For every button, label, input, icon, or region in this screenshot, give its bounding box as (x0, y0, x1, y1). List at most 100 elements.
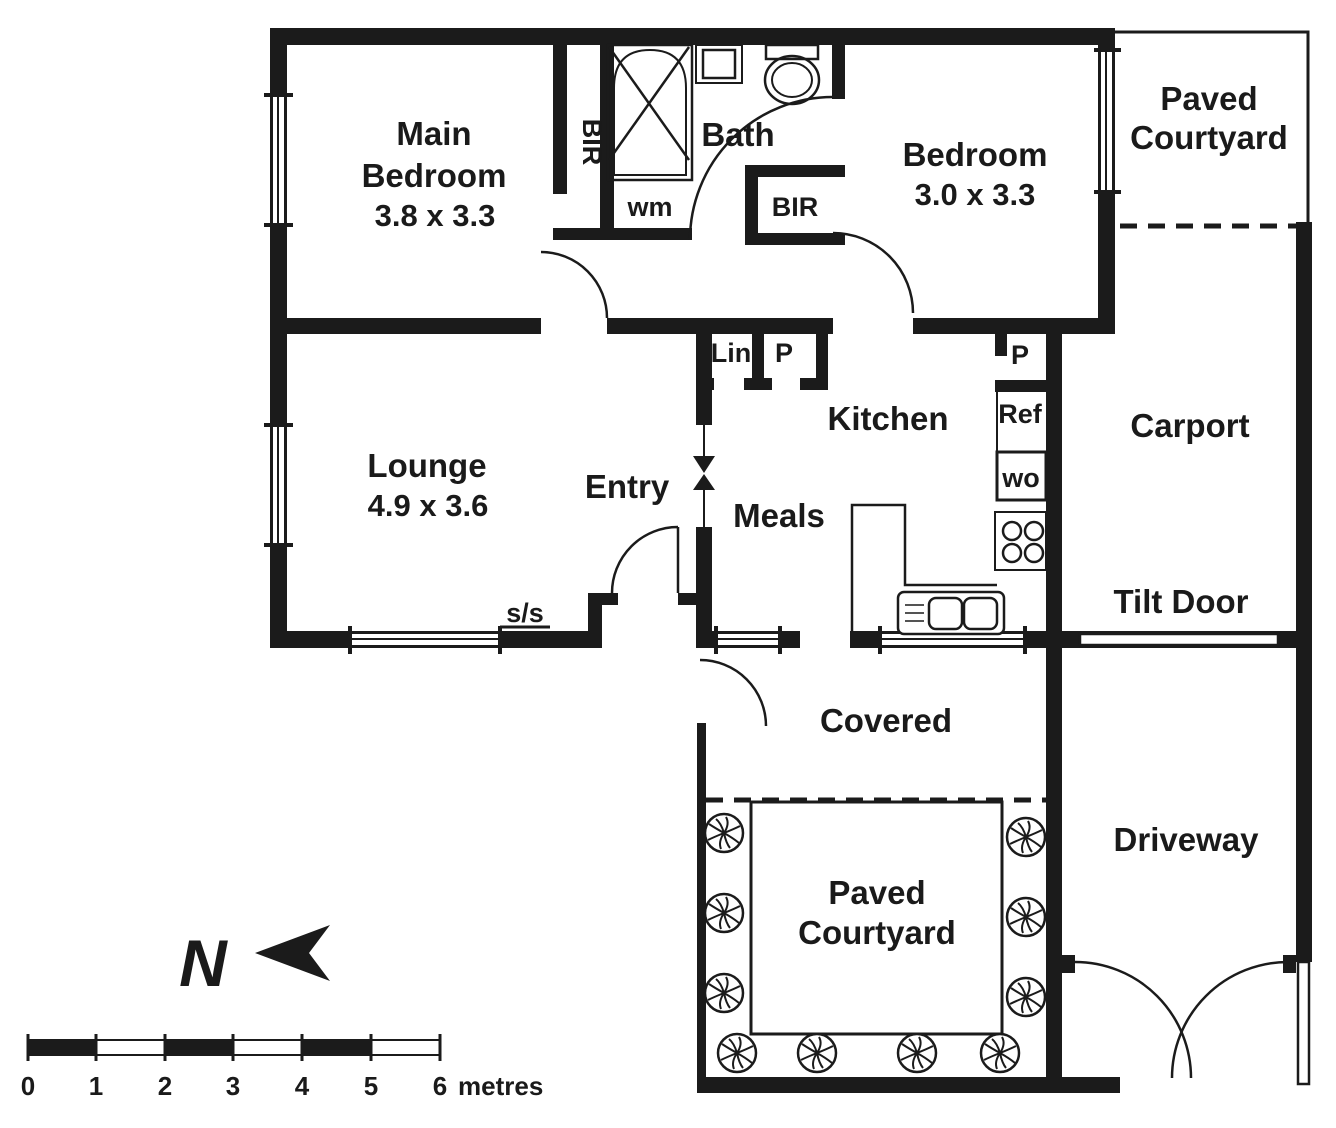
double-sink (896, 590, 1006, 636)
boundaries (500, 30, 1311, 1086)
wall-courtyard-left-fence (697, 798, 706, 1077)
scale-label-5: 5 (364, 1071, 378, 1101)
label-bath: Bath (701, 116, 774, 153)
label-bedroom: Bedroom (903, 136, 1048, 173)
label-wm: wm (626, 192, 672, 222)
wall-lin-bottom-a (696, 378, 714, 390)
label-paved-courtyard-top-1: Paved (1160, 80, 1257, 117)
label-driveway: Driveway (1114, 821, 1260, 858)
label-main-bedroom-1: Main (396, 115, 471, 152)
north-label: N (179, 926, 228, 1000)
label-bir-bedroom: BIR (772, 192, 819, 222)
label-main-bedroom-dims: 3.8 x 3.3 (375, 198, 496, 233)
arrow-up-icon (693, 474, 715, 490)
compass: N (179, 925, 330, 1000)
wall-lin-bottom-b (744, 378, 772, 390)
label-ref: Ref (998, 399, 1043, 429)
windows (264, 48, 1121, 654)
scale-label-4: 4 (295, 1071, 310, 1101)
scale-bar: 0 1 2 3 4 5 6 metres (21, 1034, 543, 1101)
scale-label-2: 2 (158, 1071, 172, 1101)
kitchen-bench (850, 392, 998, 631)
wall-carport-right (1296, 222, 1312, 648)
gate-post-right (1283, 955, 1296, 973)
entry-opening-marker (693, 425, 715, 527)
wall-pantry-left (995, 334, 1007, 356)
scale-unit: metres (458, 1071, 543, 1101)
wall-entry-jog-nib (602, 593, 618, 605)
label-lin: Lin (711, 338, 752, 368)
scale-label-1: 1 (89, 1071, 103, 1101)
wall-p-right (816, 334, 828, 390)
wall-entry-jog (588, 593, 602, 648)
scale-label-0: 0 (21, 1071, 35, 1101)
gate-arc-right (1170, 960, 1289, 1079)
toilet (763, 43, 821, 106)
labels: Main Bedroom 3.8 x 3.3 BIR Bath wm BIR B… (362, 80, 1288, 951)
label-entry: Entry (585, 468, 670, 505)
label-p-kitchen: P (1011, 340, 1029, 370)
wall-entry-upper (696, 318, 712, 425)
wall-toilet-partition (832, 44, 845, 99)
door-arc-front-entry (610, 525, 680, 594)
label-bedroom-dims: 3.0 x 3.3 (915, 177, 1036, 212)
wall-pantry-bottom (995, 380, 1046, 392)
vanity-basin (695, 44, 743, 84)
wall-covered-left (697, 723, 706, 798)
wall-courtyard-bottom-fence (697, 1077, 1120, 1093)
scale-label-3: 3 (226, 1071, 240, 1101)
window-lounge-bottom (348, 626, 502, 654)
wall-top (270, 28, 1115, 45)
wall-kitchen-right (1046, 334, 1062, 648)
window-kitchen (878, 626, 1027, 654)
label-covered: Covered (820, 702, 952, 739)
courtyard-inner-box (749, 800, 1004, 1036)
tilt-door-panel (1078, 632, 1280, 647)
gate-side-panel (1296, 960, 1311, 1086)
wall-courtyard-right (1046, 648, 1062, 1090)
wall-door-hinge-nib (678, 593, 696, 605)
scale-seg-2-3 (165, 1040, 233, 1055)
label-carport: Carport (1130, 407, 1249, 444)
window-lounge-left (264, 423, 293, 547)
window-main-bedroom (264, 93, 293, 227)
label-tilt-door: Tilt Door (1113, 583, 1248, 620)
label-wo: wo (1001, 463, 1040, 493)
label-paved-courtyard-bottom-2: Courtyard (798, 914, 956, 951)
scale-label-6: 6 (433, 1071, 447, 1101)
window-bedroom-right (1094, 48, 1121, 194)
label-paved-courtyard-bottom-1: Paved (828, 874, 925, 911)
courtyard-top-boundary (1115, 30, 1310, 224)
cooktop (994, 511, 1047, 571)
door-arc-bath (688, 95, 834, 241)
bathtub (606, 43, 694, 182)
wall-hall-c (913, 318, 1115, 334)
label-kitchen: Kitchen (827, 400, 948, 437)
arrow-down-icon (693, 456, 715, 473)
wall-hall-b (607, 318, 833, 334)
wall-p-bottom (800, 378, 828, 390)
label-main-bedroom-2: Bedroom (362, 157, 507, 194)
scale-ticks (26, 1034, 442, 1061)
label-p-hall: P (775, 338, 793, 368)
wall-bir2-bottom (745, 233, 845, 245)
door-arc-hall-lounge (540, 250, 609, 319)
doors (540, 95, 1289, 1079)
wall-oven (995, 450, 1048, 502)
wall-bir2-top (745, 165, 845, 177)
wall-bath-bottom (553, 228, 692, 240)
label-bir-main: BIR (577, 119, 607, 166)
door-arc-bedroom (832, 231, 915, 314)
fixtures (606, 43, 1048, 1074)
scale-seg-4-5 (302, 1040, 371, 1055)
wall-entry-lower (696, 527, 712, 648)
scale-seg-0-1 (28, 1040, 96, 1055)
wall-lin-p-divider (752, 334, 764, 390)
window-meals (714, 626, 782, 654)
wall-driveway-right (1296, 648, 1312, 962)
label-ss: s/s (506, 598, 544, 628)
wall-hall-a (287, 318, 541, 334)
gate-arc-left (1074, 960, 1193, 1079)
label-lounge: Lounge (367, 447, 486, 484)
